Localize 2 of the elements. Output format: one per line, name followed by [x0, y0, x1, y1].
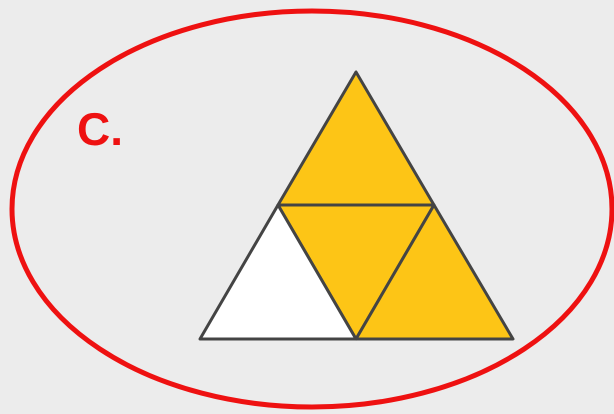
- ellipse-outline: [9, 8, 614, 410]
- option-letter: C.: [77, 106, 123, 152]
